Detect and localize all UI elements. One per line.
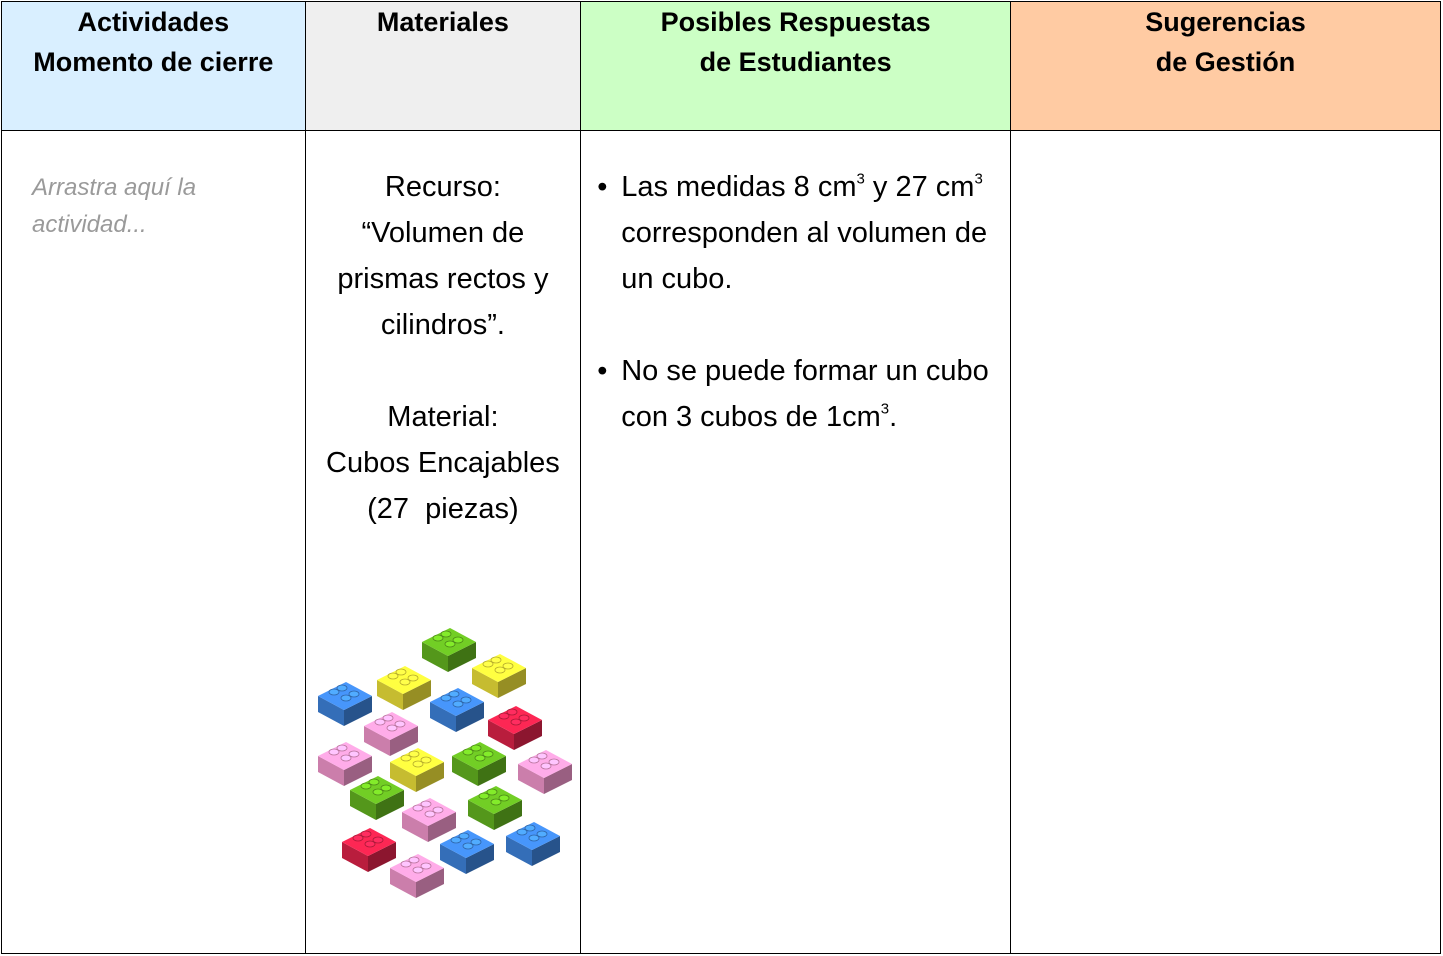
response-2-text-a: No se puede formar un cubo con 3 cubos d… bbox=[621, 355, 989, 433]
activities-drop-zone[interactable]: Arrastra aquí la actividad... bbox=[1, 130, 306, 954]
header-suggestions-line2: de Gestión bbox=[1155, 47, 1296, 77]
brick-yellow bbox=[377, 666, 431, 710]
brick-blue bbox=[430, 688, 484, 732]
header-materials-label: Materiales bbox=[376, 7, 509, 37]
activities-placeholder: Arrastra aquí la actividad... bbox=[32, 174, 197, 238]
response-2-text-b: . bbox=[889, 401, 898, 433]
response-item-2: • No se puede formar un cubo con 3 cubos… bbox=[597, 348, 1000, 440]
header-responses-line2: de Estudiantes bbox=[699, 47, 892, 77]
header-responses: Posibles Respuestas de Estudiantes bbox=[580, 1, 1012, 131]
brick-yellow bbox=[472, 654, 526, 698]
response-1-text-b: y 27 cm bbox=[864, 171, 975, 203]
header-row: Actividades Momento de cierre Materiales… bbox=[1, 1, 1441, 131]
brick-pink bbox=[390, 854, 444, 898]
brick-blue bbox=[318, 682, 372, 726]
brick-pink bbox=[518, 750, 572, 794]
responses-list: • Las medidas 8 cm3 y 27 cm3 corresponde… bbox=[581, 131, 1010, 440]
brick-red bbox=[342, 828, 396, 872]
brick-pink bbox=[402, 798, 456, 842]
material-label: Material: bbox=[387, 401, 499, 433]
brick-yellow bbox=[390, 748, 444, 792]
header-materials: Materiales bbox=[304, 1, 582, 131]
bullet-icon: • bbox=[597, 171, 608, 203]
brick-red bbox=[488, 706, 542, 750]
brick-green bbox=[468, 786, 522, 830]
bullet-icon: • bbox=[597, 355, 608, 387]
brick-green bbox=[350, 776, 404, 820]
content-row: Arrastra aquí la actividad... Recurso: “… bbox=[1, 130, 1441, 954]
response-1-text-c: corresponden al volumen de un cubo. bbox=[621, 217, 988, 295]
header-activities-line2: Momento de cierre bbox=[33, 47, 274, 77]
material-quantity: (27 piezas) bbox=[367, 493, 519, 525]
brick-green bbox=[452, 742, 506, 786]
material-name: Cubos Encajables bbox=[326, 447, 560, 479]
brick-green bbox=[422, 628, 476, 672]
brick-blue bbox=[506, 822, 560, 866]
header-activities-line1: Actividades bbox=[77, 7, 230, 37]
brick-pink bbox=[364, 712, 418, 756]
header-suggestions: Sugerencias de Gestión bbox=[1010, 1, 1441, 131]
interlocking-bricks-icon bbox=[312, 622, 577, 907]
header-responses-line1: Posibles Respuestas bbox=[660, 7, 931, 37]
resource-name: “Volumen de prismas rectos y cilindros”. bbox=[337, 217, 549, 341]
brick-pink bbox=[318, 742, 372, 786]
response-1-text-a: Las medidas 8 cm bbox=[621, 171, 857, 203]
response-2-sup: 3 bbox=[880, 400, 890, 418]
materials-text: Recurso: “Volumen de prismas rectos y ci… bbox=[306, 131, 581, 532]
response-1-sup-a: 3 bbox=[856, 170, 865, 188]
resource-label: Recurso: bbox=[384, 171, 501, 203]
responses-cell: • Las medidas 8 cm3 y 27 cm3 corresponde… bbox=[580, 130, 1012, 954]
suggestions-cell[interactable] bbox=[1010, 130, 1441, 954]
response-item-1: • Las medidas 8 cm3 y 27 cm3 corresponde… bbox=[597, 164, 1000, 302]
response-1-sup-b: 3 bbox=[974, 170, 983, 188]
header-activities: Actividades Momento de cierre bbox=[1, 1, 306, 131]
brick-blue bbox=[440, 830, 494, 874]
header-suggestions-line1: Sugerencias bbox=[1145, 7, 1306, 37]
